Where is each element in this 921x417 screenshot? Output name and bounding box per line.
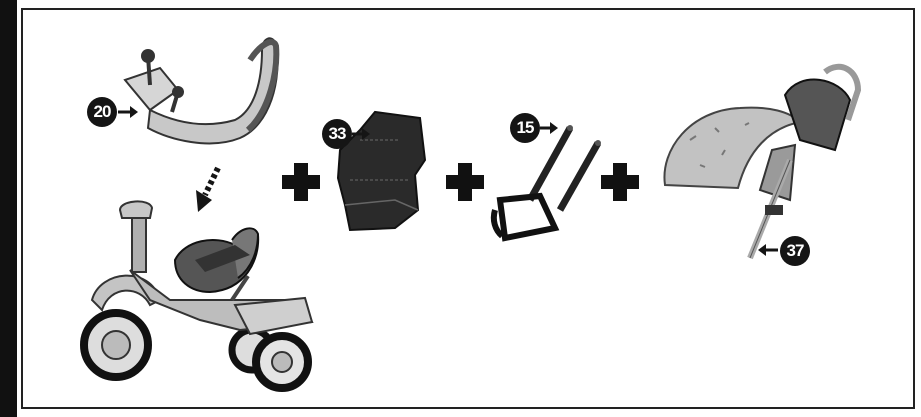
canopy-part-illustration (664, 67, 858, 258)
part-number-37-label: 37 (787, 241, 804, 261)
seat-part-illustration (125, 38, 278, 143)
plus-icon (601, 163, 639, 201)
part-number-20-badge: 20 (87, 97, 117, 127)
tricycle-illustration (84, 201, 312, 388)
part-number-15-badge: 15 (510, 113, 540, 143)
right-arrow-icon (540, 122, 558, 134)
part-number-33-badge: 33 (322, 119, 352, 149)
left-arrow-icon (758, 244, 778, 256)
plus-icon (282, 163, 320, 201)
down-arrow-icon (196, 168, 218, 212)
part-number-37-badge: 37 (780, 236, 810, 266)
right-arrow-icon (118, 106, 138, 118)
plus-icon (446, 163, 484, 201)
part-number-20-label: 20 (94, 102, 111, 122)
straps-part-illustration (494, 125, 601, 238)
part-number-33-label: 33 (329, 124, 346, 144)
part-number-15-label: 15 (517, 118, 534, 138)
